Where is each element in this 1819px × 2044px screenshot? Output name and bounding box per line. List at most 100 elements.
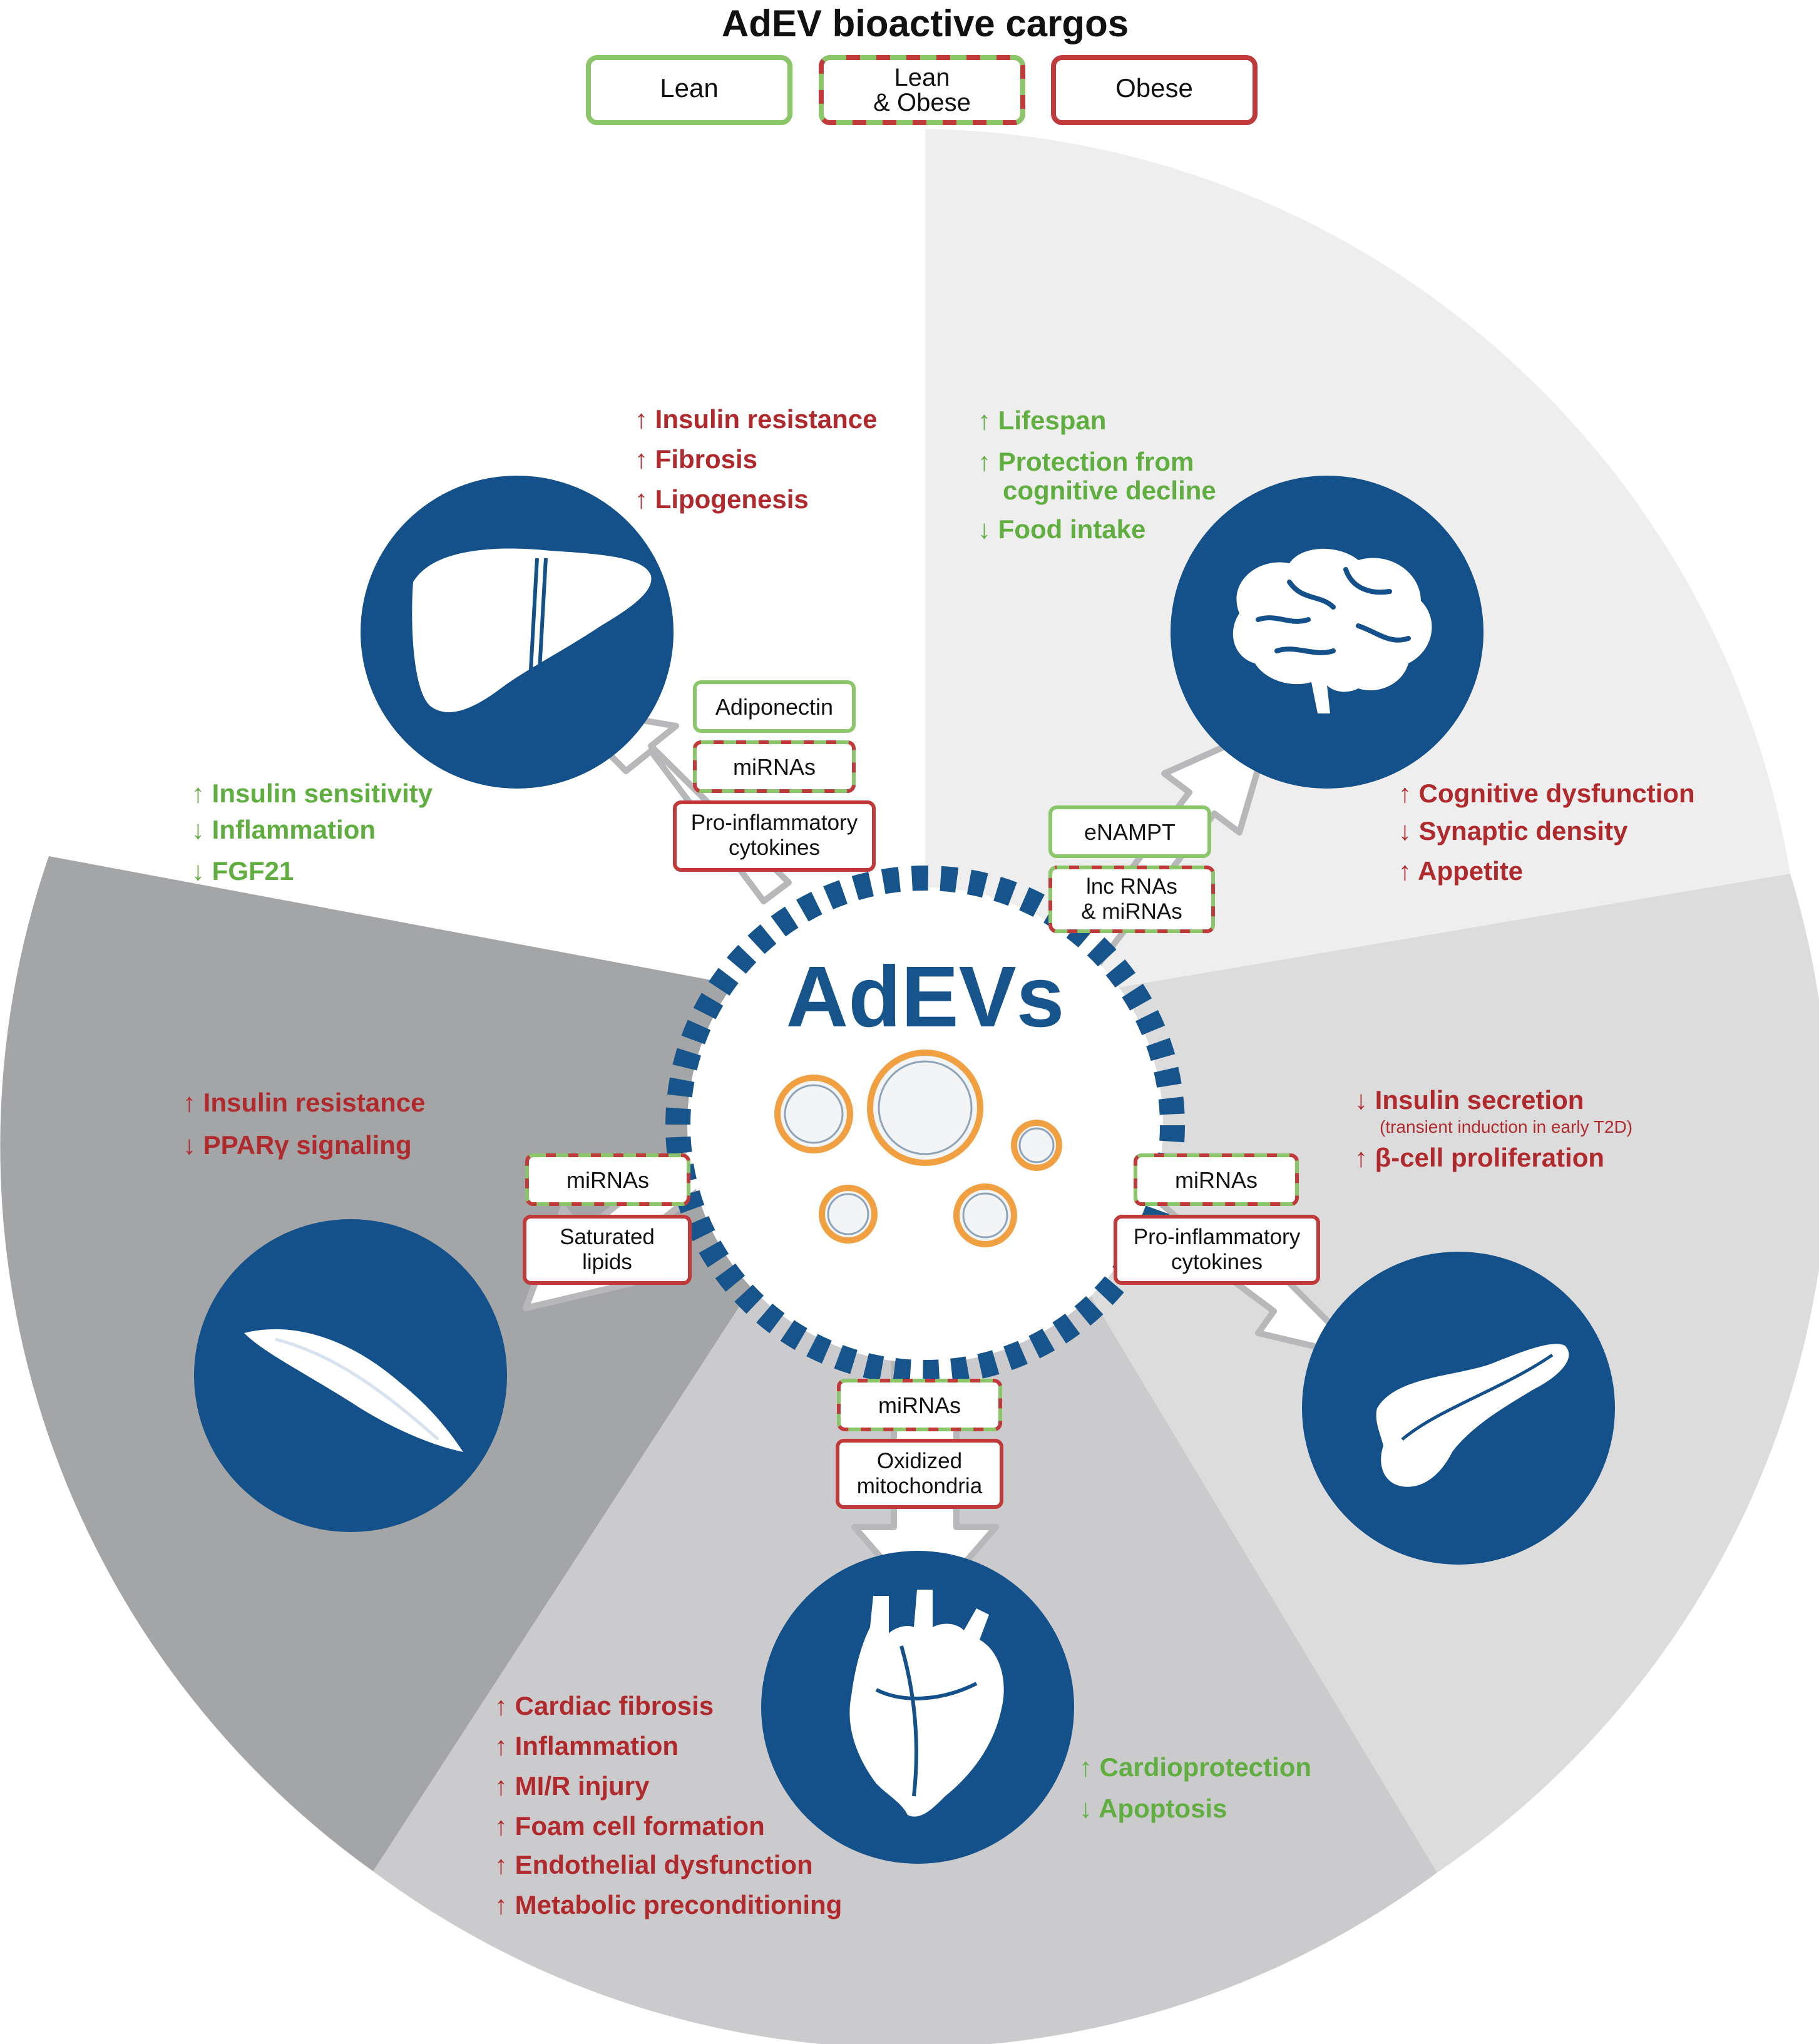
svg-text:↓ Food intake: ↓ Food intake	[978, 514, 1145, 544]
svg-text:↑ Cardioprotection: ↑ Cardioprotection	[1079, 1752, 1311, 1782]
svg-text:mitochondria: mitochondria	[857, 1474, 983, 1498]
legend-lean-obese: Lean & Obese	[819, 55, 1025, 125]
brain-icon	[1232, 548, 1432, 713]
cargo-lean-obese: miRNAs	[837, 1379, 1002, 1431]
vesicle-icon	[953, 1183, 1017, 1247]
down-arrow-icon: ↓	[978, 514, 991, 544]
legend-obese-label: Obese	[1115, 73, 1193, 103]
center-label: AdEVs	[786, 949, 1065, 1045]
legend-lean: Lean	[586, 55, 792, 125]
svg-text:lnc RNAs: lnc RNAs	[1086, 874, 1177, 899]
vesicle-icon	[819, 1185, 878, 1244]
svg-text:Adiponectin: Adiponectin	[715, 694, 833, 720]
down-arrow-icon: ↓	[1079, 1794, 1092, 1823]
muscle-effects-red: ↑ Insulin resistance ↓ PPARγ signaling	[183, 1088, 425, 1160]
liver-cargos: Adiponectin miRNAs Pro-inflammatory cyto…	[673, 680, 876, 872]
svg-text:Pro-inflammatory: Pro-inflammatory	[691, 810, 858, 835]
svg-text:↓ Inflammation: ↓ Inflammation	[192, 815, 376, 844]
heart-effects-green: ↑ Cardioprotection ↓ Apoptosis	[1079, 1752, 1311, 1823]
organ-muscle	[194, 1219, 507, 1532]
cargo-lean: Adiponectin	[693, 680, 856, 733]
cargo-obese: Oxidized mitochondria	[836, 1439, 1003, 1509]
legend-lean-obese-line2: & Obese	[873, 89, 971, 116]
pancreas-cargos: miRNAs Pro-inflammatory cytokines	[1114, 1153, 1320, 1285]
svg-text:Oxidized: Oxidized	[877, 1449, 962, 1473]
svg-text:↓ FGF21: ↓ FGF21	[192, 856, 294, 886]
up-arrow-icon: ↑	[494, 1890, 508, 1919]
heart-effects-red: ↑ Cardiac fibrosis ↑ Inflammation ↑ MI/R…	[494, 1691, 842, 1919]
down-arrow-icon: ↓	[1355, 1085, 1368, 1115]
center-adevs: AdEVs	[665, 866, 1185, 1385]
muscle-icon	[244, 1329, 463, 1452]
vesicle-inner	[784, 1060, 1055, 1239]
cargo-lean: eNAMPT	[1048, 805, 1211, 858]
svg-text:↑ Cognitive dysfunction: ↑ Cognitive dysfunction	[1398, 779, 1695, 808]
organ-pancreas	[1302, 1252, 1615, 1565]
svg-text:↑ Lifespan: ↑ Lifespan	[978, 406, 1106, 435]
up-arrow-icon: ↑	[494, 1731, 508, 1760]
muscle-cargos: miRNAs Saturated lipids	[523, 1153, 692, 1285]
down-arrow-icon: ↓	[183, 1130, 196, 1160]
cargo-obese: Pro-inflammatory cytokines	[673, 800, 876, 872]
vesicle-icon	[867, 1050, 983, 1166]
svg-text:↑ Protection from: ↑ Protection from	[978, 447, 1194, 476]
svg-text:↓ PPARγ signaling: ↓ PPARγ signaling	[183, 1130, 412, 1160]
svg-text:↑ Insulin sensitivity: ↑ Insulin sensitivity	[192, 779, 433, 808]
svg-text:↓ Insulin secretion: ↓ Insulin secretion	[1355, 1085, 1584, 1115]
up-arrow-icon: ↑	[1398, 856, 1412, 886]
organ-liver	[361, 476, 674, 789]
svg-text:↑ MI/R injury: ↑ MI/R injury	[494, 1771, 650, 1801]
legend: Lean Lean & Obese Obese	[586, 55, 1258, 125]
svg-text:↓ Synaptic density: ↓ Synaptic density	[1398, 816, 1628, 846]
brain-effects-green: ↑ Lifespan ↑ Protection from cognitive d…	[978, 406, 1216, 544]
svg-text:↑ Insulin resistance: ↑ Insulin resistance	[635, 404, 877, 434]
pancreas-effects-red: ↓ Insulin secretion (transient induction…	[1355, 1085, 1632, 1172]
cargo-lean-obese: miRNAs	[525, 1153, 690, 1206]
svg-text:miRNAs: miRNAs	[1175, 1167, 1258, 1193]
organ-heart	[761, 1551, 1074, 1864]
svg-text:↑ Insulin resistance: ↑ Insulin resistance	[183, 1088, 425, 1117]
organ-brain	[1171, 476, 1483, 789]
heart-icon	[849, 1590, 1004, 1817]
brain-cargos: eNAMPT lnc RNAs & miRNAs	[1048, 805, 1215, 933]
svg-text:↑ Appetite: ↑ Appetite	[1398, 856, 1523, 886]
svg-text:Saturated: Saturated	[560, 1225, 655, 1249]
legend-obese: Obese	[1051, 55, 1258, 125]
svg-text:↑ Endothelial dysfunction: ↑ Endothelial dysfunction	[494, 1850, 813, 1879]
up-arrow-icon: ↑	[635, 444, 648, 474]
svg-text:↓ Apoptosis: ↓ Apoptosis	[1079, 1794, 1227, 1823]
up-arrow-icon: ↑	[494, 1850, 508, 1879]
cargo-obese: Pro-inflammatory cytokines	[1114, 1215, 1320, 1285]
svg-text:↑ Lipogenesis: ↑ Lipogenesis	[635, 484, 809, 514]
svg-text:↑ Cardiac fibrosis: ↑ Cardiac fibrosis	[494, 1691, 714, 1720]
up-arrow-icon: ↑	[978, 406, 991, 435]
svg-text:miRNAs: miRNAs	[733, 754, 816, 780]
down-arrow-icon: ↓	[192, 815, 205, 844]
up-arrow-icon: ↑	[494, 1691, 508, 1720]
cargo-lean-obese: lnc RNAs & miRNAs	[1048, 866, 1215, 933]
vesicle-icon	[1011, 1120, 1062, 1171]
cargo-obese: Saturated lipids	[523, 1215, 692, 1285]
up-arrow-icon: ↑	[1079, 1752, 1092, 1782]
cargo-lean-obese: miRNAs	[1134, 1153, 1299, 1206]
liver-icon	[412, 548, 652, 713]
svg-text:(transient induction in early: (transient induction in early T2D)	[1380, 1117, 1632, 1137]
svg-text:lipids: lipids	[582, 1250, 632, 1274]
svg-text:↑ Fibrosis: ↑ Fibrosis	[635, 444, 757, 474]
svg-text:↑ Foam cell formation: ↑ Foam cell formation	[494, 1811, 765, 1841]
down-arrow-icon: ↓	[1398, 816, 1412, 846]
svg-text:miRNAs: miRNAs	[878, 1392, 961, 1418]
legend-lean-label: Lean	[660, 73, 718, 103]
up-arrow-icon: ↑	[1398, 779, 1412, 808]
svg-text:Pro-inflammatory: Pro-inflammatory	[1134, 1225, 1301, 1249]
liver-effects-red: ↑ Insulin resistance ↑ Fibrosis ↑ Lipoge…	[635, 404, 877, 514]
svg-text:cytokines: cytokines	[729, 835, 820, 860]
svg-text:cytokines: cytokines	[1171, 1250, 1263, 1274]
up-arrow-icon: ↑	[183, 1088, 196, 1117]
center-dashed-ring	[665, 866, 1185, 1385]
legend-lean-obese-line1: Lean	[894, 64, 950, 91]
svg-text:& miRNAs: & miRNAs	[1081, 899, 1182, 924]
down-arrow-icon: ↓	[192, 856, 205, 886]
heart-cargos: miRNAs Oxidized mitochondria	[836, 1379, 1003, 1509]
